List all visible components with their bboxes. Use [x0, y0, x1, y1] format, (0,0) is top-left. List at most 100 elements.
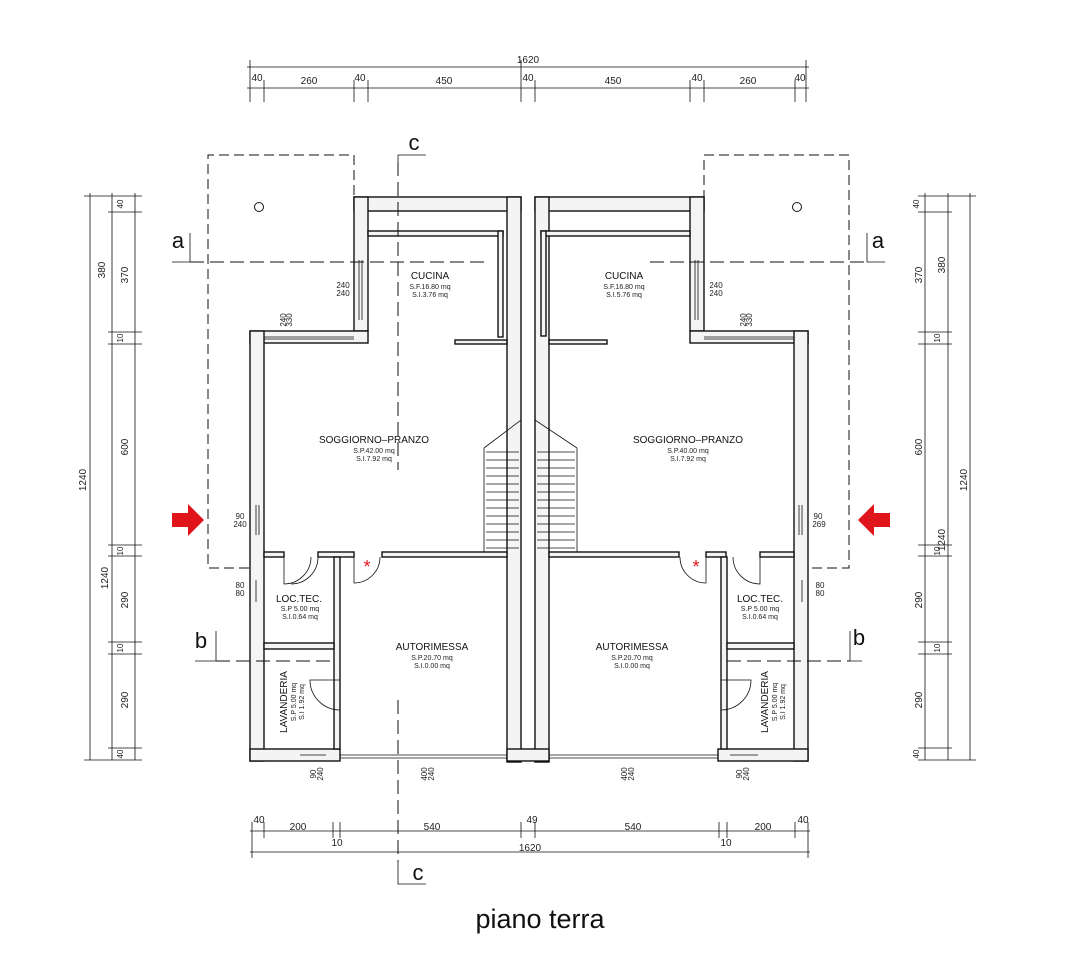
- opening-dim: 240: [742, 767, 751, 781]
- top-dimension-chain: 1620 40 260 40 450 40 450 40 260 40: [247, 55, 809, 102]
- left-dim-8: 10: [116, 643, 125, 652]
- room-cucina-right: CUCINA: [605, 271, 644, 282]
- right-dim-6: 10: [933, 546, 942, 555]
- bottom-total-dim: 1620: [519, 843, 542, 854]
- right-dim-4: 10: [933, 333, 942, 342]
- room-autorimessa-right: AUTORIMESSA: [596, 642, 669, 653]
- porch-outlines: [207, 154, 850, 569]
- room-loctec-left-sp: S.P 5.00 mq: [281, 606, 320, 613]
- top-dim-8: 260: [740, 76, 757, 87]
- windows: [255, 260, 803, 759]
- room-autorimessa-left-sp: S.P.20.70 mq: [411, 655, 453, 662]
- column-marker-left: [254, 202, 264, 212]
- opening-dim: 400: [420, 767, 429, 781]
- room-soggiorno-right-si: S.I.7.92 mq: [670, 456, 706, 463]
- room-soggiorno-left-sp: S.P.42.00 mq: [353, 448, 395, 455]
- room-autorimessa-left: AUTORIMESSA: [396, 642, 469, 653]
- right-dim-1: 40: [912, 199, 921, 208]
- asterisk-marker-left: *: [363, 557, 370, 577]
- bottom-dim-1: 40: [253, 815, 265, 826]
- room-cucina-right-si: S.I.5.76 mq: [606, 292, 642, 299]
- right-total-outer: 1240: [959, 468, 970, 491]
- rooms-left: CUCINA S.F.16.80 mq S.I.3.76 mq SOGGIORN…: [276, 271, 469, 733]
- room-lavanderia-left: LAVANDERIA: [279, 671, 290, 733]
- drawing-title: piano terra: [475, 904, 605, 934]
- arrow-left-icon: [858, 504, 890, 536]
- left-dim-3: 370: [120, 266, 131, 283]
- asterisk-marker-right: *: [692, 557, 699, 577]
- opening-dim: 240: [336, 289, 350, 298]
- top-dim-7: 40: [691, 73, 703, 84]
- bottom-dim-6: 200: [755, 822, 772, 833]
- left-dim-9: 290: [120, 691, 131, 708]
- left-dim-6: 10: [116, 546, 125, 555]
- arrow-right-icon: [172, 504, 204, 536]
- left-dim-2: 380: [97, 261, 108, 278]
- room-soggiorno-left: SOGGIORNO–PRANZO: [319, 435, 429, 446]
- top-dim-1: 40: [251, 73, 263, 84]
- bottom-sub-dim-1: 10: [331, 838, 343, 849]
- opening-dim: 90: [814, 512, 823, 521]
- left-dimension-chain: 40 380 370 10 600 10 290 10 290 40 1240 …: [78, 193, 142, 761]
- room-lavanderia-left-sp: S.P 5.00 mq: [291, 683, 298, 722]
- left-total-inner: 1240: [100, 566, 111, 589]
- section-c-top-label: c: [409, 130, 420, 155]
- opening-dim: 330: [285, 313, 294, 327]
- bottom-dim-2: 200: [290, 822, 307, 833]
- right-dim-3: 370: [914, 266, 925, 283]
- left-dim-5: 600: [120, 438, 131, 455]
- room-loctec-left: LOC.TEC.: [276, 594, 322, 605]
- room-autorimessa-left-si: S.I.0.00 mq: [414, 663, 450, 670]
- opening-dim: 330: [745, 313, 754, 327]
- opening-dim: 269: [812, 520, 826, 529]
- opening-dims: 240 240 240 240 240 330 240 330 90 240 9…: [233, 281, 826, 781]
- left-dim-4: 10: [116, 333, 125, 342]
- opening-dim: 240: [279, 313, 288, 327]
- top-dim-9: 40: [794, 73, 806, 84]
- opening-dim: 90: [236, 512, 245, 521]
- red-asterisks: * *: [363, 557, 699, 577]
- bottom-dim-3: 540: [424, 822, 441, 833]
- opening-dim: 90: [309, 769, 318, 778]
- room-lavanderia-right-si: S.I 1.92 mq: [780, 684, 787, 720]
- bottom-dim-4: 49: [526, 815, 538, 826]
- opening-dim: 80: [236, 589, 245, 598]
- section-b-left-label: b: [195, 628, 207, 653]
- room-cucina-right-sp: S.F.16.80 mq: [603, 284, 644, 291]
- right-dim-9: 290: [914, 691, 925, 708]
- room-loctec-right-si: S.I.0.64 mq: [742, 614, 778, 621]
- room-cucina-left-si: S.I.3.76 mq: [412, 292, 448, 299]
- interior-walls: [263, 230, 795, 750]
- room-soggiorno-right: SOGGIORNO–PRANZO: [633, 435, 743, 446]
- top-total-dim: 1620: [517, 55, 540, 66]
- staircase: [483, 419, 578, 552]
- room-cucina-left-sp: S.F.16.80 mq: [409, 284, 450, 291]
- opening-dim: 240: [709, 289, 723, 298]
- room-loctec-right-sp: S.P 5.00 mq: [741, 606, 780, 613]
- opening-dim: 80: [816, 581, 825, 590]
- left-dim-1: 40: [116, 199, 125, 208]
- room-lavanderia-right: LAVANDERIA: [760, 671, 771, 733]
- top-dim-3: 40: [354, 73, 366, 84]
- doors: [283, 556, 761, 711]
- top-dim-6: 450: [605, 76, 622, 87]
- room-lavanderia-left-si: S.I 1.92 mq: [299, 684, 306, 720]
- opening-dim: 90: [735, 769, 744, 778]
- opening-dim: 240: [233, 520, 247, 529]
- right-dim-5: 600: [914, 438, 925, 455]
- right-dimension-chain: 40 380 370 10 600 10 290 10 290 40 1240 …: [912, 193, 976, 761]
- room-soggiorno-right-sp: S.P.40.00 mq: [667, 448, 709, 455]
- rooms-right: CUCINA S.F.16.80 mq S.I.5.76 mq SOGGIORN…: [596, 271, 787, 733]
- left-total-outer: 1240: [78, 468, 89, 491]
- bottom-sub-dim-2: 10: [720, 838, 732, 849]
- bottom-dim-7: 40: [797, 815, 809, 826]
- room-lavanderia-right-sp: S.P 5.00 mq: [772, 683, 779, 722]
- opening-dim: 240: [627, 767, 636, 781]
- room-loctec-left-si: S.I.0.64 mq: [282, 614, 318, 621]
- right-dim-2: 380: [937, 256, 948, 273]
- bottom-dimension-chain: 40 200 540 49 540 200 40 10 10 1620: [250, 815, 810, 858]
- opening-dim: 80: [816, 589, 825, 598]
- right-dim-8: 10: [933, 643, 942, 652]
- opening-dim: 240: [709, 281, 723, 290]
- room-soggiorno-left-si: S.I.7.92 mq: [356, 456, 392, 463]
